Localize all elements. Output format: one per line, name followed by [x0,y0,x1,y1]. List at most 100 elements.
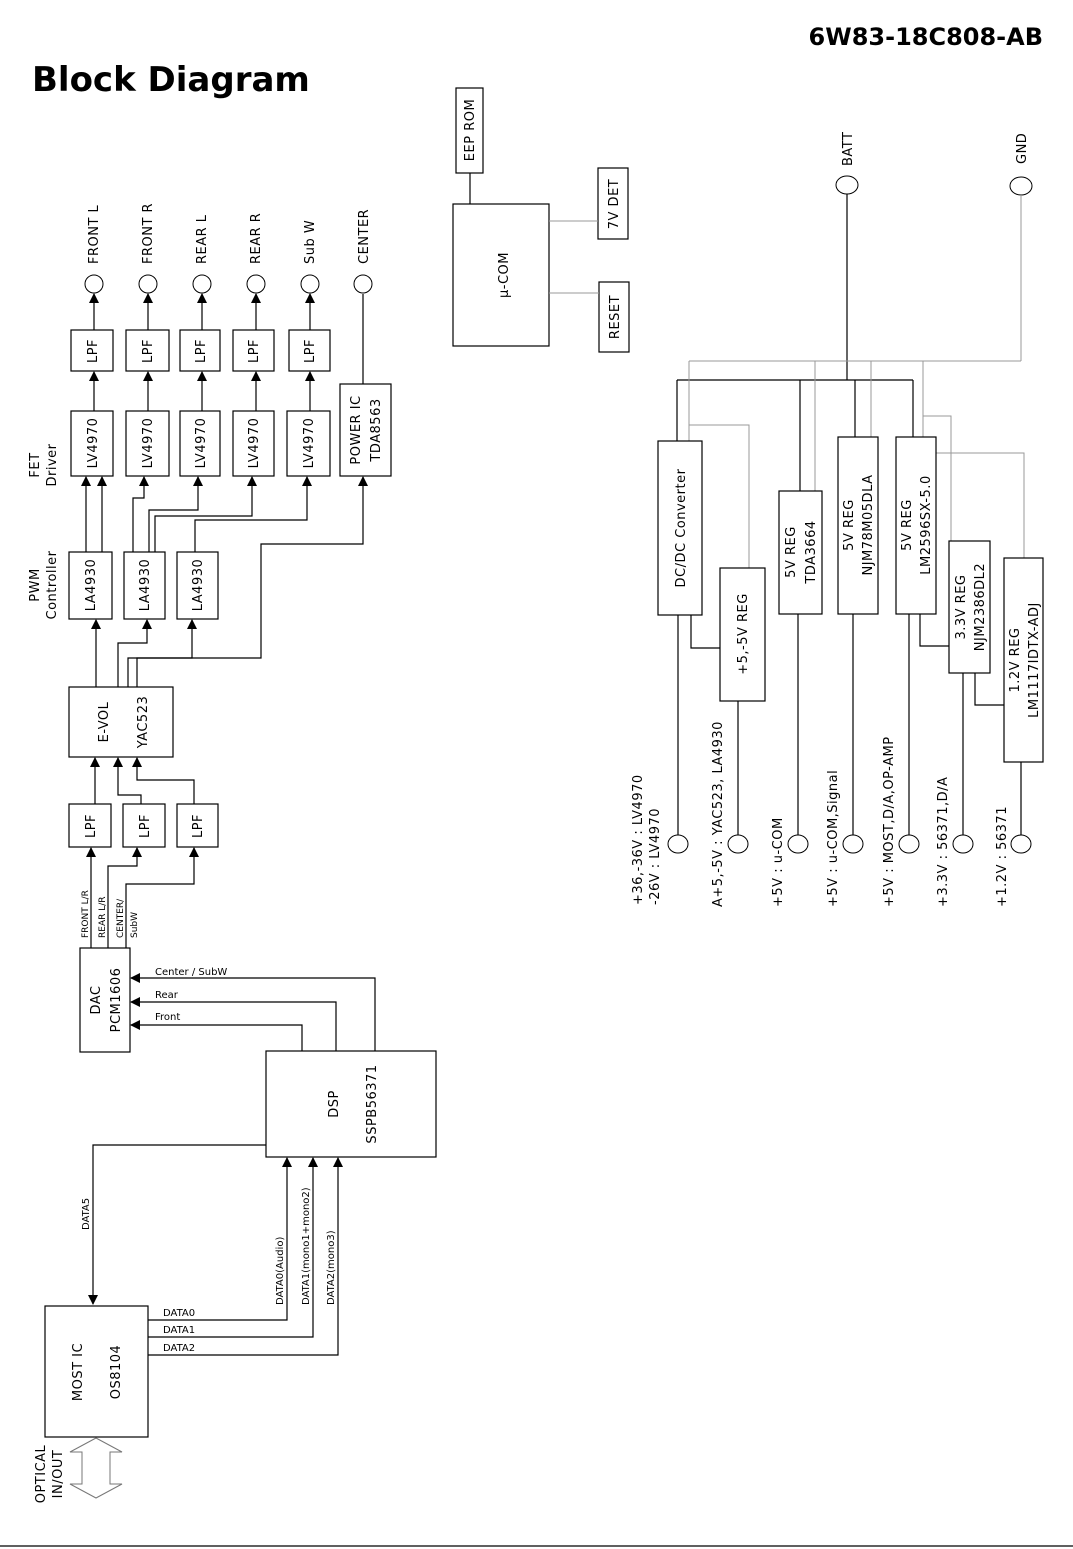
svg-text:5V REG: 5V REG [842,499,857,551]
svg-text:LPF: LPF [191,814,206,838]
svg-text:RESET: RESET [608,295,623,339]
svg-text:FRONT R: FRONT R [141,203,156,264]
svg-text:DSP: DSP [327,1090,342,1118]
row-label-pwm-controller: PWM Controller [28,550,60,619]
svg-text:-26V : LV4970: -26V : LV4970 [648,808,663,905]
svg-text:TDA8563: TDA8563 [369,398,384,462]
svg-text:OPTICAL: OPTICAL [34,1444,49,1503]
rail-terminal-1v2 [1010,834,1032,854]
svg-text:Driver: Driver [45,443,60,486]
output-lpf-1: LPF [70,329,114,372]
svg-text:LA4930: LA4930 [84,559,99,612]
dac-out-front: FRONT L/R [81,890,91,938]
dac-block: DAC PCM1606 [79,947,131,1053]
pwm-controller-1: LA4930 [68,551,113,620]
power-ic: POWER IC TDA8563 [339,383,392,477]
output-rear-r: REAR R [246,213,266,294]
output-sub-w: Sub W [300,220,320,294]
batt-terminal [835,175,859,195]
svg-text:CENTER: CENTER [357,209,372,264]
svg-text:3.3V REG: 3.3V REG [954,574,969,639]
output-lpf-4: LPF [232,329,275,372]
svg-text:µ-COM: µ-COM [497,252,512,298]
7v-det-block: 7V DET [597,167,629,240]
svg-text:REAR L: REAR L [195,214,210,264]
gnd-terminal [1009,176,1033,196]
svg-text:LPF: LPF [194,339,209,363]
svg-text:LPF: LPF [138,814,153,838]
most-data0: DATA0 [163,1308,195,1319]
dcdc-converter: DC/DC Converter [657,440,703,616]
rail-label-a5v: A+5,-5V : YAC523, LA4930 [711,721,726,907]
svg-text:+5,-5V REG: +5,-5V REG [736,593,751,675]
svg-text:LPF: LPF [86,339,101,363]
svg-text:NJM78M05DLA: NJM78M05DLA [861,474,876,575]
data5-label: DATA5 [81,1198,92,1230]
input-lpf-3: LPF [176,803,219,848]
rail-terminal-5v-most [898,834,920,854]
rail-label-1v2: +1.2V : 56371 [995,806,1010,907]
svg-text:LPF: LPF [303,339,318,363]
input-lpf-2: LPF [122,803,166,848]
rail-terminal-5v-ucom [787,834,809,854]
dsp-out-front: Front [155,1012,180,1023]
svg-text:DAC: DAC [89,985,104,1014]
rail-terminal-a5v [727,834,749,854]
ucom-block: µ-COM [452,203,550,347]
most-data2: DATA2 [163,1343,195,1354]
svg-text:FRONT L: FRONT L [87,204,102,264]
rail-terminal-36v [667,834,689,854]
svg-text:7V DET: 7V DET [607,179,622,229]
pwm-controller-2: LA4930 [123,551,166,620]
svg-text:LPF: LPF [247,339,262,363]
svg-text:LPF: LPF [141,339,156,363]
svg-text:EEP ROM: EEP ROM [463,99,478,161]
svg-text:Controller: Controller [45,550,60,619]
most-data1: DATA1 [163,1325,195,1336]
rail-label-36v: +36,-36V : LV4970 -26V : LV4970 [631,774,663,905]
svg-text:YAC523: YAC523 [136,696,151,750]
dsp-in-data1: DATA1(mono1+mono2) [301,1187,312,1305]
svg-text:PCM1606: PCM1606 [109,968,124,1033]
fet-driver-5: LV4970 [286,410,331,477]
svg-text:LV4970: LV4970 [194,418,209,469]
output-front-r: FRONT R [138,203,158,294]
rail-terminal-3v3 [952,834,974,854]
dac-out-center: CENTER/ [116,898,126,938]
rail-label-5v-signal: +5V : u-COM,Signal [826,770,841,907]
svg-text:SSPB56371: SSPB56371 [365,1064,380,1143]
optical-label: OPTICAL IN/OUT [34,1444,66,1503]
input-lpf-1: LPF [68,803,112,848]
svg-text:1.2V REG: 1.2V REG [1008,627,1023,692]
dsp-in-data2: DATA2(mono3) [326,1230,337,1305]
svg-text:REAR R: REAR R [249,213,264,264]
dsp-out-center-subw: Center / SubW [155,967,227,978]
svg-text:TDA3664: TDA3664 [804,520,819,584]
batt-label: BATT [841,132,856,166]
output-lpf-5: LPF [288,329,331,372]
rail-label-5v-most: +5V : MOST,D/A,OP-AMP [882,736,897,907]
fet-driver-1: LV4970 [70,410,114,477]
svg-text:5V REG: 5V REG [900,499,915,551]
svg-text:DC/DC Converter: DC/DC Converter [674,468,689,587]
svg-text:LV4970: LV4970 [247,418,262,469]
eeprom-block: EEP ROM [455,87,484,174]
svg-text:E-VOL: E-VOL [97,701,112,742]
reg-3v3-njm2386: 3.3V REG NJM2386DL2 [948,540,991,674]
reg-5v-tda3664: 5V REG TDA3664 [778,490,823,615]
svg-text:LV4970: LV4970 [141,418,156,469]
svg-text:PWM: PWM [28,568,43,601]
svg-text:5V REG: 5V REG [784,526,799,578]
output-front-l: FRONT L [84,204,104,294]
svg-text:POWER IC: POWER IC [349,395,364,464]
reg-1v2-lm1117: 1.2V REG LM1117IDTX-ADJ [1003,557,1044,763]
output-lpf-3: LPF [179,329,221,372]
svg-text:+36,-36V : LV4970: +36,-36V : LV4970 [631,774,646,905]
svg-text:OS8104: OS8104 [109,1345,124,1400]
row-label-fet-driver: FET Driver [28,443,60,486]
svg-text:LA4930: LA4930 [138,559,153,612]
most-ic-block: MOST IC OS8104 [44,1305,149,1438]
evol-block: E-VOL YAC523 [68,686,174,758]
rail-label-3v3: +3.3V : 56371,D/A [936,777,951,907]
